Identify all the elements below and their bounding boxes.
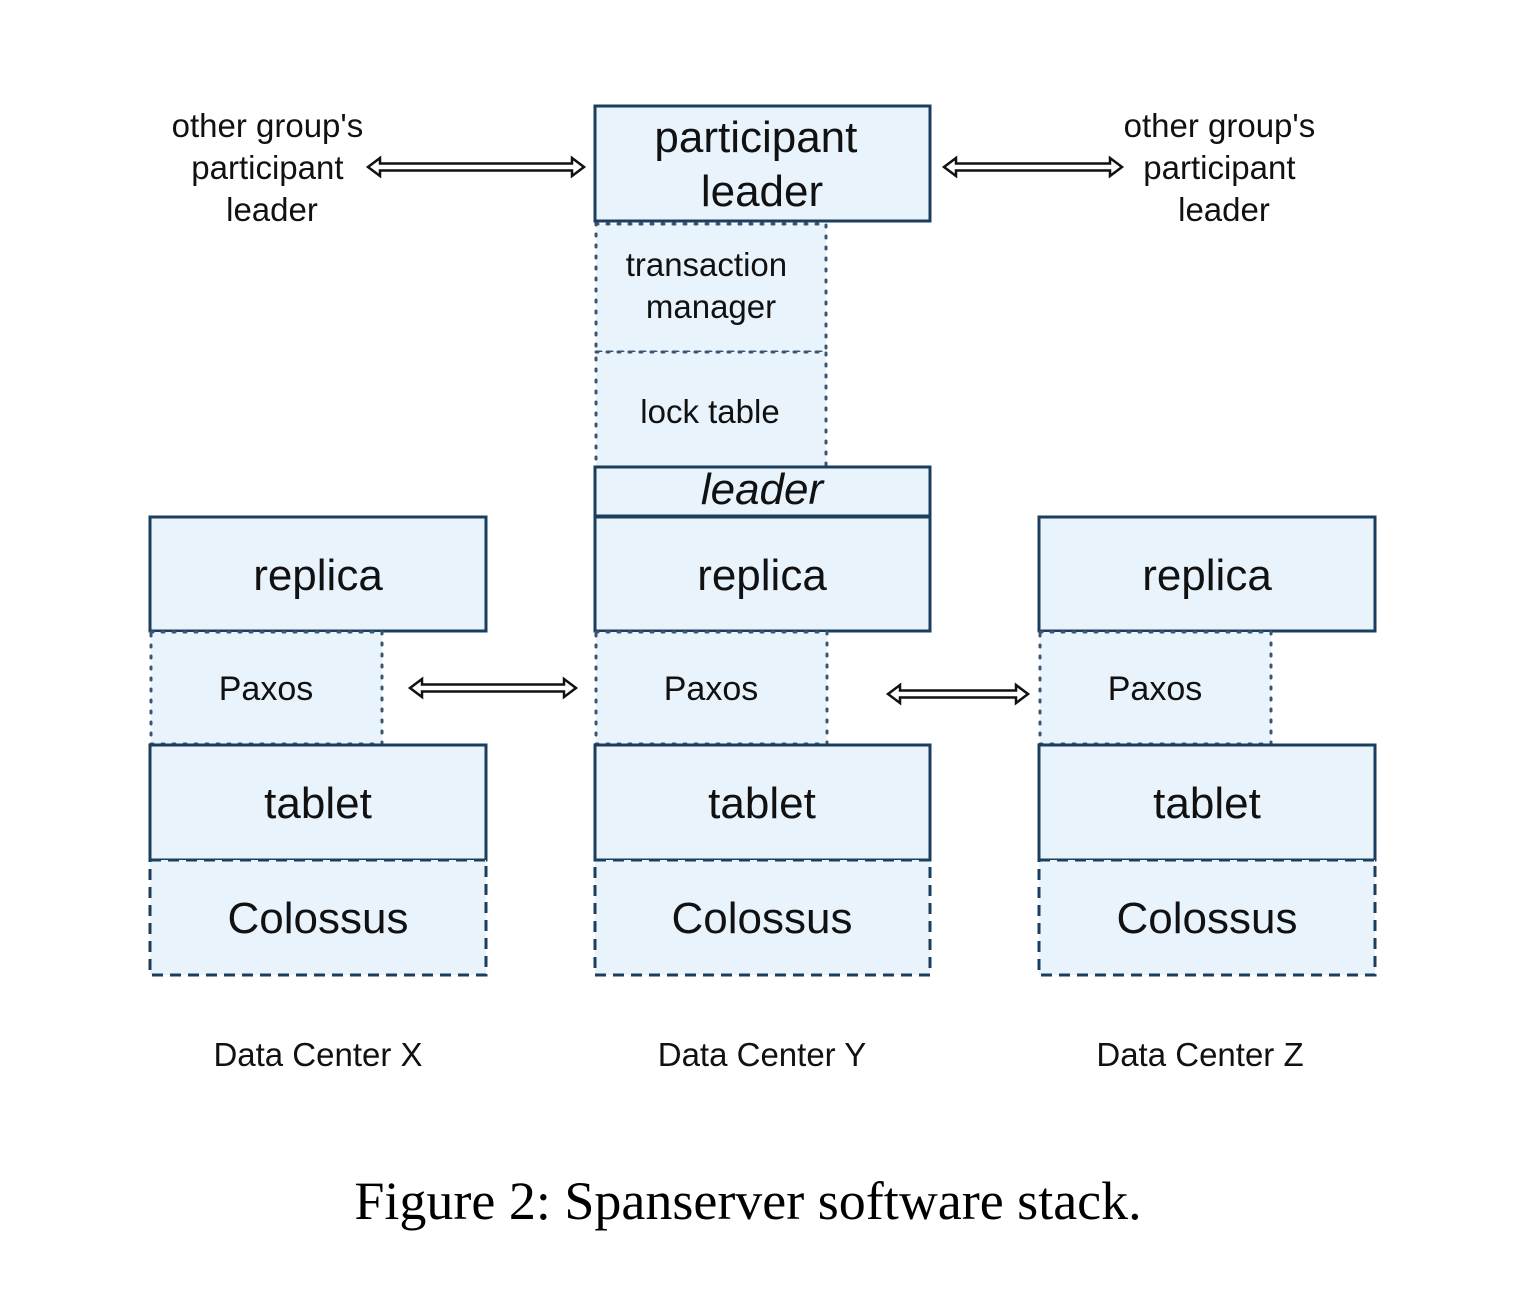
tablet-box-y — [593, 743, 932, 862]
replica-label-z: replica — [1142, 551, 1272, 600]
left-peer-line-1: other group's — [172, 107, 364, 144]
colossus-label-y: Colossus — [672, 894, 853, 943]
replica-box-z — [1037, 515, 1377, 633]
colossus-label-x: Colossus — [228, 894, 409, 943]
right-peer-line-2: participant — [1143, 149, 1295, 186]
tablet-label-z: tablet — [1153, 779, 1261, 828]
transaction-manager-label: transaction manager — [626, 246, 797, 325]
transaction-manager-line-1: transaction — [626, 246, 787, 283]
transaction-manager-line-2: manager — [646, 288, 776, 325]
participant-leader-line-1: participant — [654, 113, 857, 162]
replica-box-x — [148, 515, 488, 633]
paxos-box-y — [594, 630, 829, 746]
arrow-right-peer — [941, 155, 1125, 179]
arrow-paxos-x-y — [407, 676, 579, 700]
right-peer-label: other group's participant leader — [1124, 107, 1325, 228]
arrow-left-peer — [365, 155, 587, 179]
left-peer-label: other group's participant leader — [172, 107, 373, 228]
arrow-paxos-y-z — [885, 682, 1031, 706]
leader-label: leader — [701, 465, 826, 514]
column-z: replica Paxos tablet Colossus Data Cente… — [1037, 515, 1377, 1073]
column-x: replica Paxos tablet Colossus Data Cente… — [148, 515, 488, 1073]
paxos-box-x — [149, 630, 384, 746]
colossus-box-y — [593, 858, 932, 977]
colossus-box-x — [148, 858, 488, 977]
colossus-label-z: Colossus — [1117, 894, 1298, 943]
replica-label-x: replica — [253, 551, 383, 600]
replica-label-y: replica — [697, 551, 827, 600]
left-peer-line-3: leader — [226, 191, 318, 228]
leader-box — [593, 465, 932, 518]
datacenter-label-z: Data Center Z — [1096, 1036, 1303, 1073]
lock-table-label: lock table — [640, 393, 779, 430]
participant-leader-line-2: leader — [701, 167, 823, 216]
datacenter-label-y: Data Center Y — [658, 1036, 867, 1073]
figure-caption-label: Figure 2: — [354, 1171, 564, 1231]
right-peer-line-3: leader — [1178, 191, 1270, 228]
colossus-box-z — [1037, 858, 1377, 977]
paxos-box-z — [1038, 630, 1273, 746]
lock-table-box — [594, 350, 828, 469]
datacenter-label-x: Data Center X — [213, 1036, 422, 1073]
figure-caption-text: Spanserver software stack. — [564, 1171, 1141, 1231]
paxos-label-y: Paxos — [664, 670, 759, 708]
replica-box-y — [593, 515, 932, 633]
participant-leader-box — [593, 104, 932, 223]
tablet-label-x: tablet — [264, 779, 372, 828]
tablet-box-z — [1037, 743, 1377, 862]
paxos-label-z: Paxos — [1108, 670, 1203, 708]
tablet-box-x — [148, 743, 488, 862]
right-peer-line-1: other group's — [1124, 107, 1316, 144]
tablet-label-y: tablet — [708, 779, 816, 828]
participant-leader-label: participant leader — [654, 113, 869, 216]
figure-caption: Figure 2: Spanserver software stack. — [354, 1171, 1141, 1231]
column-y: replica Paxos tablet Colossus Data Cente… — [593, 515, 932, 1073]
left-peer-line-2: participant — [191, 149, 343, 186]
paxos-label-x: Paxos — [219, 670, 314, 708]
